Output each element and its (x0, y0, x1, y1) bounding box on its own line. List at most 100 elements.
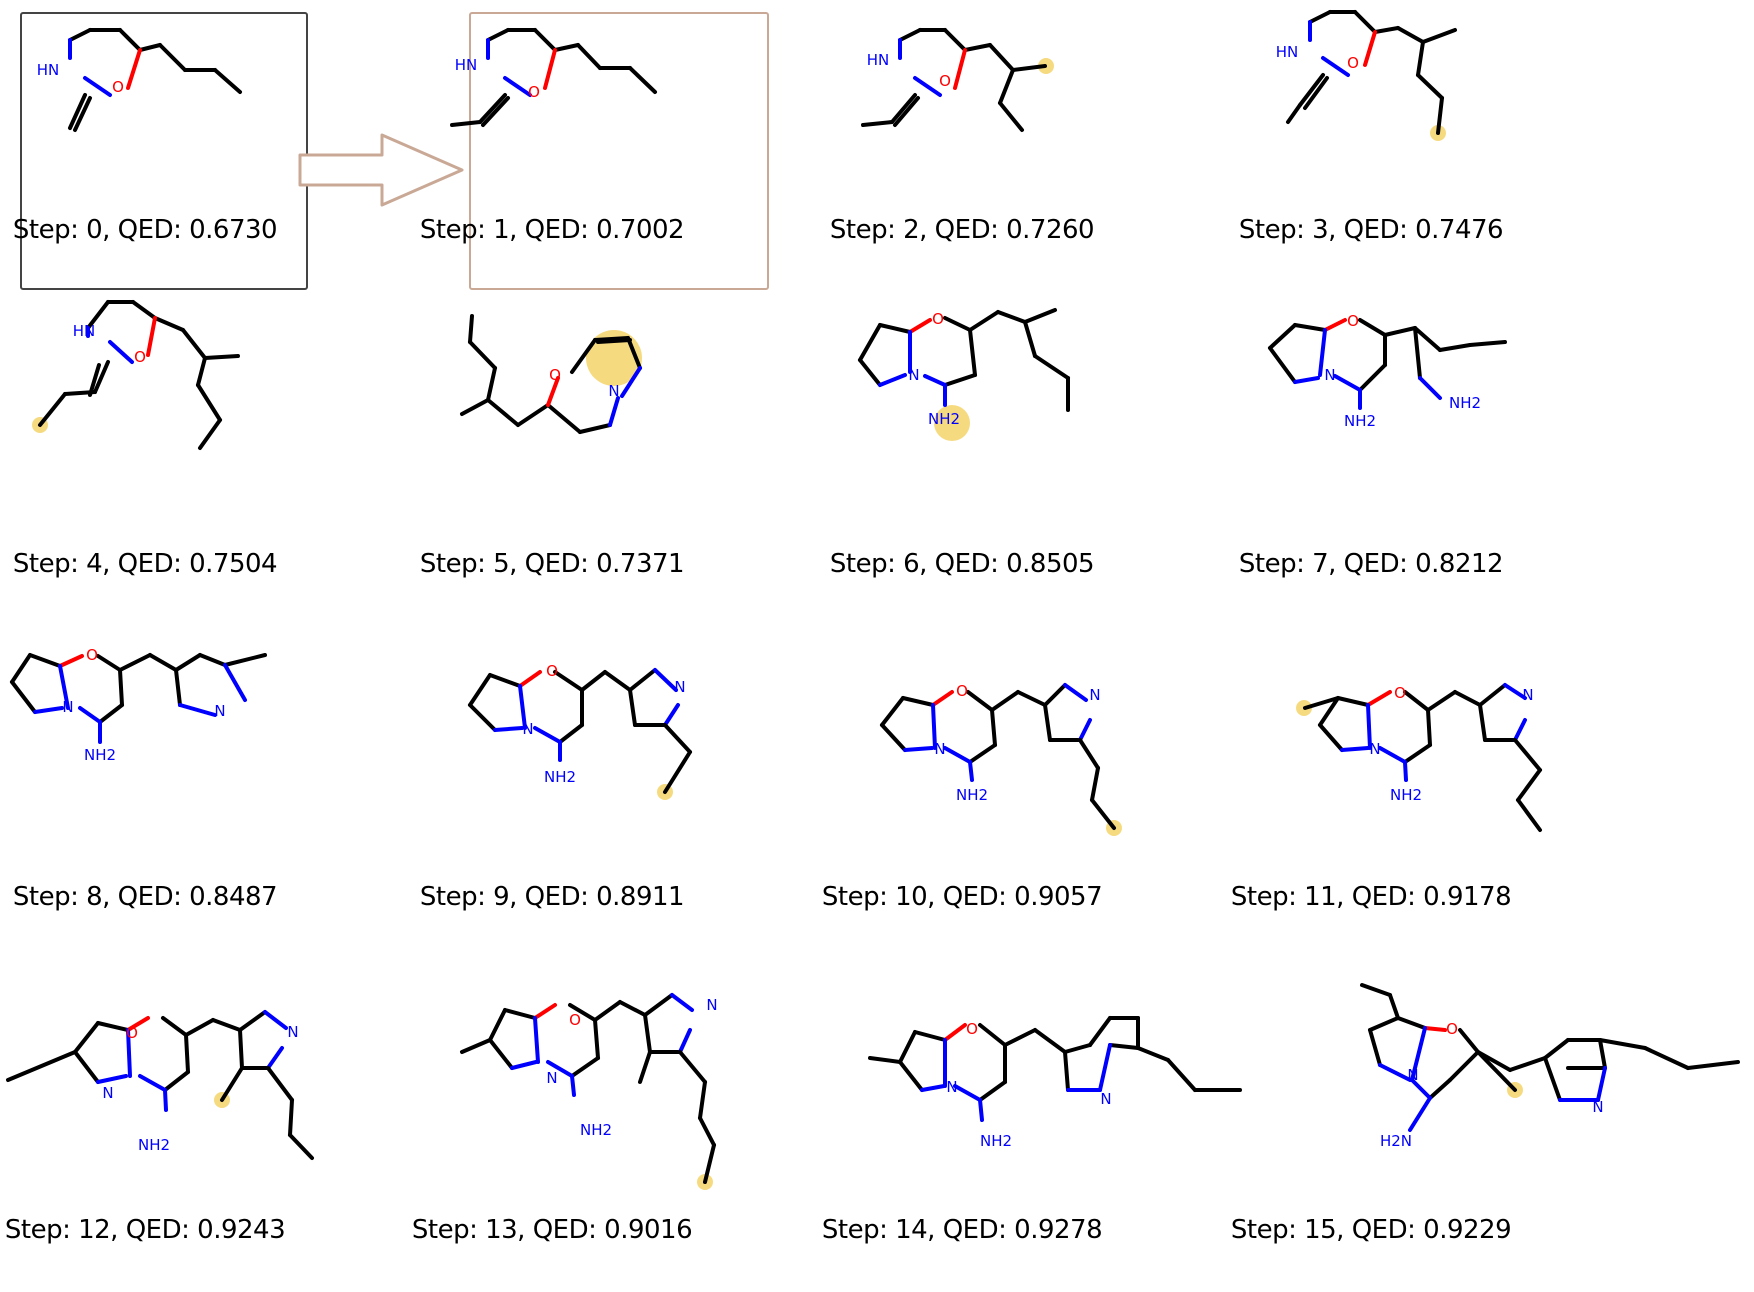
bond-line (1453, 690, 1482, 707)
step-caption: Step: 9, QED: 0.8911 (419, 882, 685, 912)
bond-line (184, 1018, 215, 1037)
atom-label: O (939, 72, 951, 90)
bond-line (898, 1060, 924, 1092)
bond-line (96, 1074, 128, 1084)
bond-line (73, 96, 92, 132)
bond-line (638, 1050, 652, 1084)
bond-line (138, 1074, 167, 1092)
bond-line (203, 354, 240, 360)
step-caption: Step: 5, QED: 0.7371 (419, 549, 685, 579)
bond-line (460, 398, 490, 416)
bond-line (1410, 1078, 1432, 1100)
step-caption: Step: 15, QED: 0.9229 (1230, 1215, 1512, 1245)
bond-line (608, 396, 620, 427)
bond-line (543, 48, 557, 90)
bond-line (988, 43, 1015, 72)
atom-label: O (528, 83, 540, 101)
bond-line (1063, 1043, 1092, 1054)
bond-line (678, 1050, 707, 1084)
atom-label: N (706, 996, 717, 1014)
bond-line (966, 690, 994, 712)
bond-line (1438, 343, 1472, 352)
bond-line (1298, 73, 1325, 107)
bond-line (570, 1056, 600, 1078)
bond-line (1643, 1046, 1690, 1070)
bond-line (678, 1028, 692, 1054)
bond-line (913, 76, 942, 97)
bond-line (1436, 96, 1444, 135)
bond-line (488, 673, 522, 688)
bond-line (68, 28, 92, 42)
step-caption: Step: 14, QED: 0.9278 (821, 1215, 1103, 1245)
bond-line (1023, 320, 1037, 358)
bond-line (978, 1098, 984, 1122)
atom-label: NH2 (580, 1121, 612, 1139)
bond-line (618, 1000, 647, 1017)
bond-line (1336, 696, 1370, 707)
bond-line (1458, 1028, 1480, 1054)
bond-line (1468, 340, 1507, 347)
bond-line (1088, 1016, 1112, 1047)
bond-line (198, 418, 222, 450)
bond-line (1303, 696, 1340, 710)
bond-line (1098, 1043, 1112, 1092)
bond-line (1543, 1056, 1562, 1102)
bond-line (1090, 766, 1100, 802)
atom-label: O (932, 310, 944, 328)
start-molecule-frame (20, 12, 308, 290)
bond-line (223, 653, 267, 667)
atom-label: N (1369, 740, 1380, 758)
bond-line (1063, 1050, 1070, 1092)
bond-line (1686, 1060, 1740, 1070)
bond-line (213, 68, 242, 94)
bond-line (1423, 1026, 1447, 1032)
bond-line (460, 1038, 492, 1054)
bond-line (163, 1088, 168, 1112)
bond-line (1136, 1046, 1170, 1062)
bond-line (468, 314, 474, 344)
bond-line (146, 316, 157, 357)
bond-line (1303, 76, 1329, 110)
bond-line (1478, 683, 1507, 707)
bond-line (603, 670, 632, 692)
atom-label: O (546, 662, 558, 680)
bond-line (1516, 768, 1542, 802)
bond-line (996, 310, 1027, 324)
bond-line (98, 703, 124, 724)
bond-line (73, 1021, 100, 1054)
bond-line (1033, 354, 1070, 380)
bond-line (6, 1050, 77, 1082)
bond-line (238, 1028, 244, 1070)
bond-line (1293, 376, 1320, 384)
bond-line (1078, 718, 1092, 742)
modified-atom-highlight (934, 405, 970, 441)
bond-line (1308, 10, 1332, 24)
bond-line (198, 653, 227, 667)
bond-line (943, 746, 972, 764)
bond-line (1358, 318, 1387, 337)
bond-line (486, 28, 510, 42)
atom-label: N (214, 702, 225, 720)
bond-line (138, 43, 162, 52)
bond-line (593, 336, 630, 342)
bond-line (1293, 323, 1327, 332)
atom-label: O (1347, 312, 1359, 330)
bond-line (978, 1023, 1007, 1047)
bond-line (1513, 738, 1542, 772)
bond-line (990, 690, 1020, 712)
bond-line (953, 48, 967, 90)
bond-line (1003, 1028, 1037, 1047)
bond-line (1063, 683, 1088, 702)
bond-line (578, 423, 612, 434)
step-caption: Step: 0, QED: 0.6730 (12, 215, 278, 245)
bond-line (131, 300, 157, 320)
bond-line (1598, 1038, 1647, 1050)
bond-line (1366, 703, 1372, 750)
bond-line (890, 93, 917, 124)
step-caption: Step: 4, QED: 0.7504 (12, 549, 278, 579)
bond-line (923, 374, 947, 387)
